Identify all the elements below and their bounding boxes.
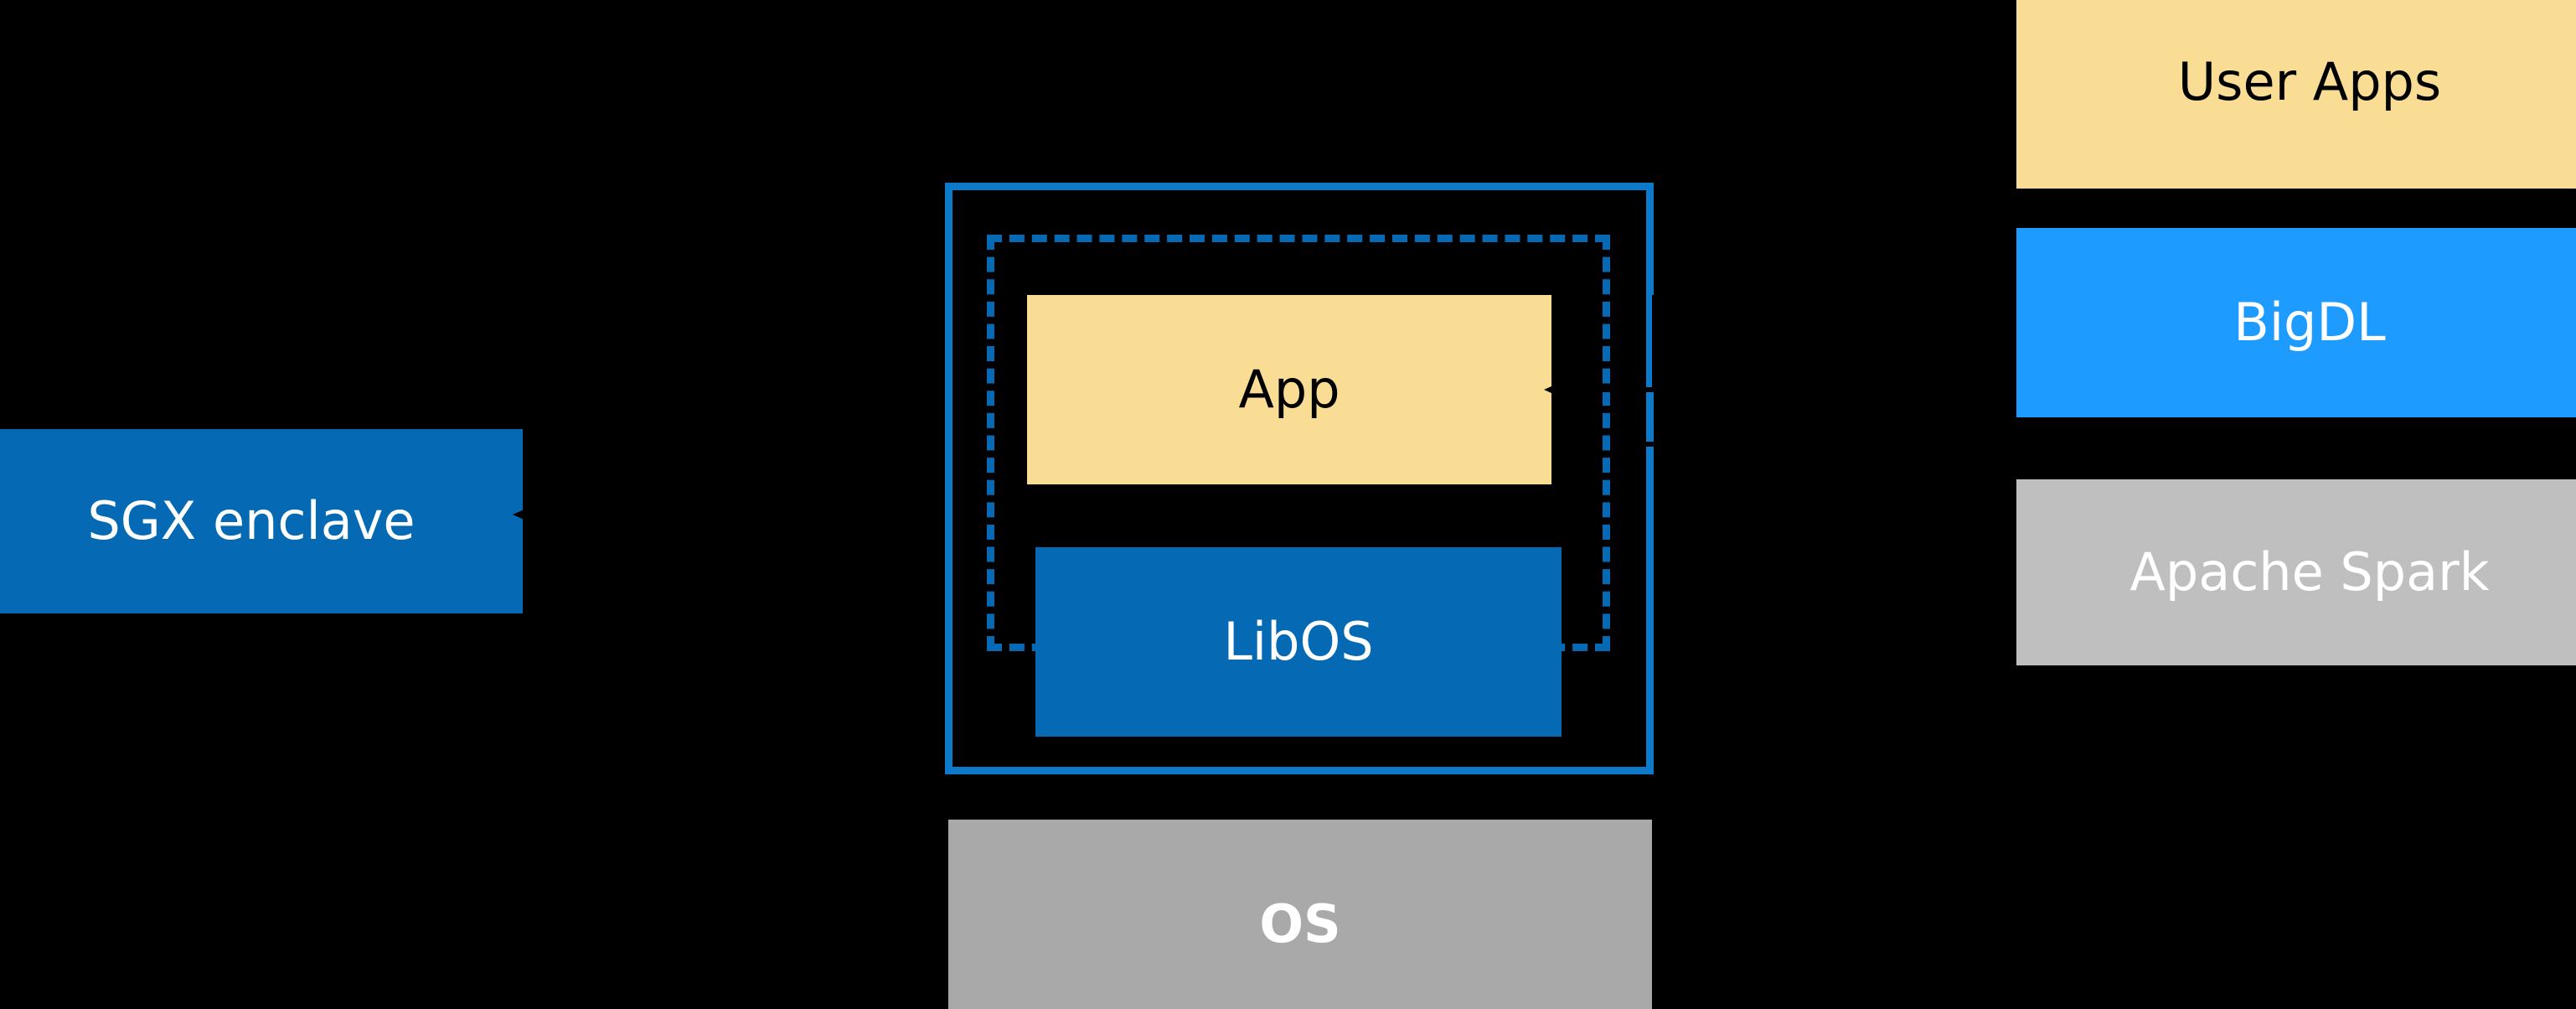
- os-box[interactable]: OS: [948, 820, 1652, 1009]
- libos-pointer-icon: [1610, 442, 2016, 572]
- sgx-enclave-pointer-icon: [513, 508, 945, 521]
- apache-spark-box[interactable]: Apache Spark: [2016, 479, 2576, 665]
- bigdl-label: BigDL: [2233, 291, 2386, 353]
- sgx-enclave-box[interactable]: SGX enclave: [0, 429, 523, 613]
- bigdl-box[interactable]: BigDL: [2016, 228, 2576, 417]
- user-apps-box[interactable]: User Apps: [2016, 0, 2576, 189]
- libos-label: LibOS: [1223, 610, 1374, 672]
- apache-spark-label: Apache Spark: [2129, 541, 2490, 603]
- app-label: App: [1238, 358, 1340, 420]
- os-label: OS: [1259, 893, 1341, 955]
- libos-box[interactable]: LibOS: [1035, 547, 1562, 737]
- user-apps-label: User Apps: [2177, 51, 2442, 113]
- sgx-enclave-label: SGX enclave: [87, 489, 416, 551]
- app-box[interactable]: App: [1027, 295, 1551, 484]
